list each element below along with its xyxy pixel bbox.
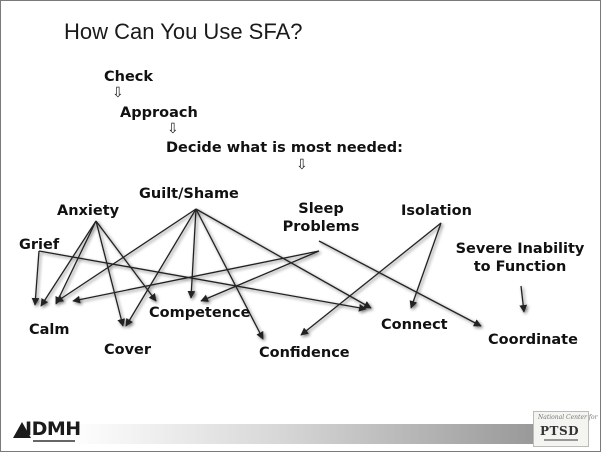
- down-arrow-icon: ⇩: [167, 121, 179, 137]
- idmh-logo-underline: [33, 440, 75, 442]
- need-anxiety: Anxiety: [57, 203, 120, 219]
- line-grief-connect: [38, 250, 367, 312]
- need-guilt-shame: Guilt/Shame: [139, 186, 239, 202]
- need-severe-line2: to Function: [473, 259, 567, 275]
- ptsd-logo-text: PTSD: [540, 424, 580, 438]
- need-grief: Grief: [19, 237, 60, 253]
- down-arrow-icon: ⇩: [296, 157, 308, 173]
- line-sleep-coordinate: [318, 240, 482, 327]
- action-coordinate: Coordinate: [488, 332, 578, 348]
- idmh-logo-text: IDMH: [25, 418, 81, 440]
- ptsd-logo-rule: [544, 439, 578, 441]
- line-sleep-competence: [200, 250, 320, 302]
- need-severe-line1: Severe Inability: [455, 241, 585, 257]
- footer-gradient-bar: [67, 424, 587, 444]
- line-guilt-competence: [187, 208, 197, 299]
- idmh-logo-icon: [13, 422, 31, 438]
- line-guilt-confidence: [195, 208, 264, 340]
- step-approach: Approach: [120, 105, 198, 121]
- line-anxiety-competence: [95, 220, 157, 302]
- step-check: Check: [104, 69, 154, 85]
- line-grief-calm: [31, 250, 40, 306]
- line-sleep-calm: [72, 250, 320, 304]
- action-connect: Connect: [381, 317, 448, 333]
- ptsd-logo-subtitle: National Center for: [538, 414, 598, 421]
- line-severe-coordinate: [519, 285, 528, 313]
- line-isolation-confidence: [300, 222, 442, 336]
- line-isolation-connect: [409, 222, 442, 309]
- need-sleep-line2: Problems: [282, 219, 360, 235]
- ptsd-logo: National Center for PTSD: [533, 411, 597, 447]
- need-sleep-problems: Sleep Problems: [273, 200, 369, 236]
- line-anxiety-calm: [40, 220, 97, 307]
- line-guilt-calm: [55, 208, 197, 303]
- down-arrow-icon: ⇩: [112, 85, 124, 101]
- need-isolation: Isolation: [401, 203, 472, 219]
- action-confidence: Confidence: [259, 345, 350, 361]
- idmh-logo: IDMH: [13, 416, 81, 444]
- slide-title: How Can You Use SFA?: [64, 19, 303, 44]
- slide-footer: IDMH National Center for PTSD: [1, 407, 600, 451]
- step-decide: Decide what is most needed:: [166, 140, 403, 156]
- action-competence: Competence: [149, 305, 251, 321]
- need-sleep-line1: Sleep: [298, 201, 344, 217]
- line-anxiety-calm-2: [55, 220, 97, 305]
- line-anxiety-cover: [95, 220, 126, 327]
- line-guilt-cover: [125, 208, 197, 327]
- action-calm: Calm: [29, 322, 70, 338]
- action-cover: Cover: [104, 342, 152, 358]
- need-severe-inability: Severe Inability to Function: [448, 240, 592, 276]
